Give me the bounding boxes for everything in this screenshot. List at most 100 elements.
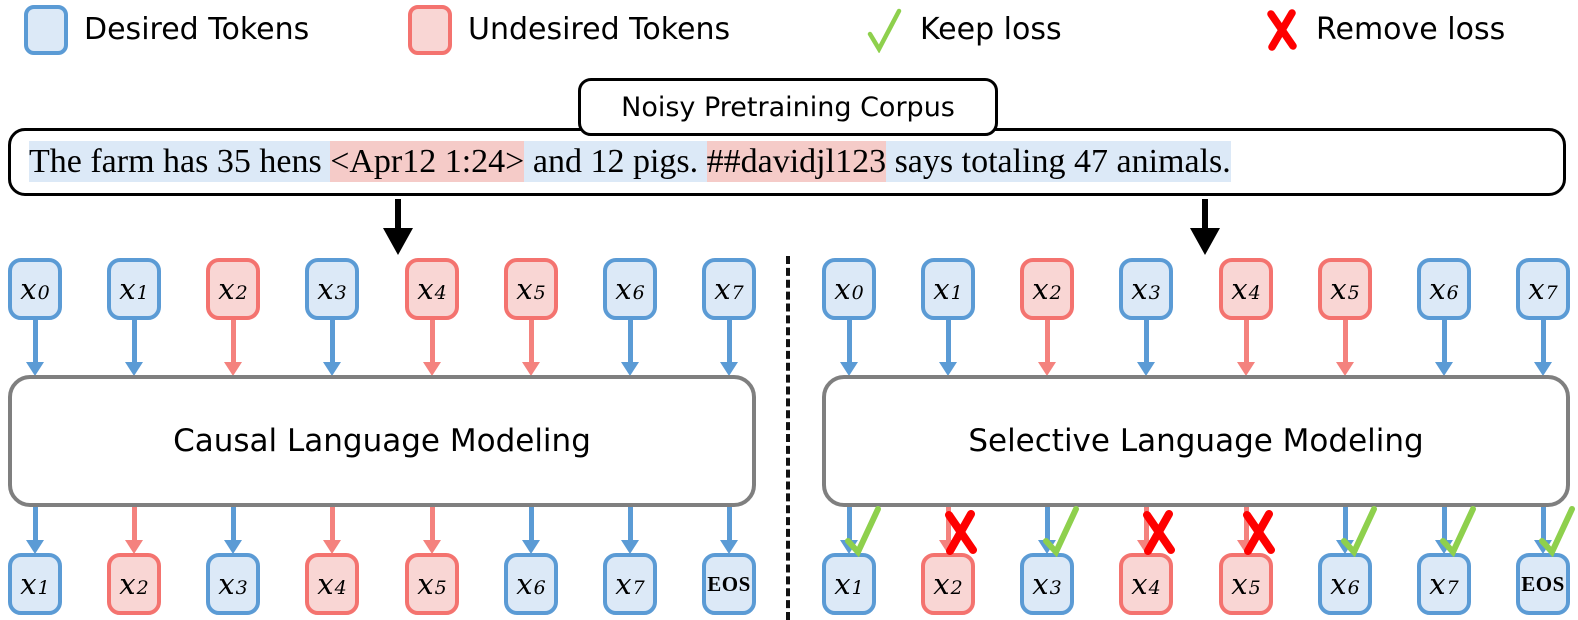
token-base: x — [119, 272, 136, 306]
slm-remove-mark-4 — [1243, 510, 1275, 555]
token-subscript: 1 — [37, 577, 50, 599]
clm-output-arrow-6-arrowhead-icon — [621, 540, 639, 554]
slm-input-arrow-2-arrowhead-icon — [1038, 362, 1056, 376]
clm-output-arrow-5-stem — [528, 507, 534, 540]
clm-input-arrow-1-arrowhead-icon — [125, 362, 143, 376]
token-base: x — [20, 567, 37, 601]
slm-input-arrow-3-arrowhead-icon — [1137, 362, 1155, 376]
slm-remove-mark-1 — [945, 510, 977, 555]
token-base: x — [516, 567, 533, 601]
slm-input-arrow-7-stem — [1540, 316, 1546, 362]
slm-input-arrow-6-arrowhead-icon — [1435, 362, 1453, 376]
corpus-segment-desired-0: The farm has 35 hens — [29, 141, 331, 182]
undesired-tokens-label: Undesired Tokens — [468, 12, 731, 47]
token-subscript: 5 — [533, 282, 546, 304]
clm-input-arrow-0-stem — [32, 316, 38, 362]
token-base: x — [1429, 567, 1446, 601]
token-subscript: 6 — [632, 282, 645, 304]
clm-input-arrow-4-arrowhead-icon — [423, 362, 441, 376]
token-base: x — [1032, 567, 1049, 601]
causal-lm-title: Causal Language Modeling — [173, 423, 591, 459]
token-base: x — [1032, 272, 1049, 306]
clm-input-arrow-3-arrowhead-icon — [323, 362, 341, 376]
legend-item-remove-loss: Remove loss — [1264, 4, 1505, 56]
token-subscript: 4 — [434, 282, 447, 304]
token-subscript: 2 — [136, 577, 149, 599]
corpus-sentence: The farm has 35 hens <Apr12 1:24> and 12… — [29, 138, 1231, 186]
keep-loss-label: Keep loss — [920, 12, 1062, 47]
token-subscript: 0 — [37, 282, 50, 304]
legend-item-keep-loss: Keep loss — [866, 4, 1062, 56]
slm-input-arrow-2-stem — [1044, 316, 1050, 362]
clm-output-arrow-7-stem — [726, 507, 732, 540]
clm-output-arrow-4-stem — [429, 507, 435, 540]
slm-keep-mark-6 — [1440, 506, 1476, 557]
token-subscript: 2 — [950, 577, 963, 599]
token-subscript: 5 — [1347, 282, 1360, 304]
clm-input-arrow-3-stem — [329, 316, 335, 362]
clm-output-arrow-3-arrowhead-icon — [323, 540, 341, 554]
eos-token-label: EOS — [1521, 571, 1565, 596]
token-subscript: 7 — [1545, 282, 1558, 304]
token-base: x — [1528, 272, 1545, 306]
clm-output-arrow-1-stem — [131, 507, 137, 540]
corpus-label-text: Noisy Pretraining Corpus — [621, 91, 955, 123]
slm-keep-mark-5 — [1341, 506, 1377, 557]
slm-input-arrow-5-arrowhead-icon — [1336, 362, 1354, 376]
slm-input-arrow-7-arrowhead-icon — [1534, 362, 1552, 376]
causal-lm-box: Causal Language Modeling — [8, 375, 756, 507]
token-base: x — [218, 272, 235, 306]
token-base: x — [417, 272, 434, 306]
output-token-eos: EOS — [702, 553, 756, 615]
token-base: x — [218, 567, 235, 601]
token-subscript: 3 — [1148, 282, 1161, 304]
slm-keep-mark-0 — [845, 506, 881, 557]
token-base: x — [317, 567, 334, 601]
token-subscript: 3 — [334, 282, 347, 304]
token-base: x — [417, 567, 434, 601]
token-subscript: 6 — [533, 577, 546, 599]
clm-input-arrow-6-stem — [627, 316, 633, 362]
slm-output-arrow-2-stem — [1044, 507, 1050, 540]
token-base: x — [1429, 272, 1446, 306]
token-base: x — [834, 567, 851, 601]
slm-input-arrow-3-stem — [1143, 316, 1149, 362]
clm-input-arrow-7-stem — [726, 316, 732, 362]
clm-output-arrow-2-stem — [230, 507, 236, 540]
token-subscript: 6 — [1446, 282, 1459, 304]
slm-output-arrow-1-stem — [945, 507, 951, 540]
token-base: x — [317, 272, 334, 306]
token-subscript: 2 — [235, 282, 248, 304]
token-base: x — [714, 272, 731, 306]
token-subscript: 0 — [851, 282, 864, 304]
clm-input-arrow-2-stem — [230, 316, 236, 362]
token-base: x — [615, 272, 632, 306]
slm-output-arrow-3-stem — [1143, 507, 1149, 540]
slm-input-arrow-5-stem — [1342, 316, 1348, 362]
slm-remove-mark-3 — [1143, 510, 1175, 555]
clm-output-arrow-2-arrowhead-icon — [224, 540, 242, 554]
token-subscript: 1 — [136, 282, 149, 304]
